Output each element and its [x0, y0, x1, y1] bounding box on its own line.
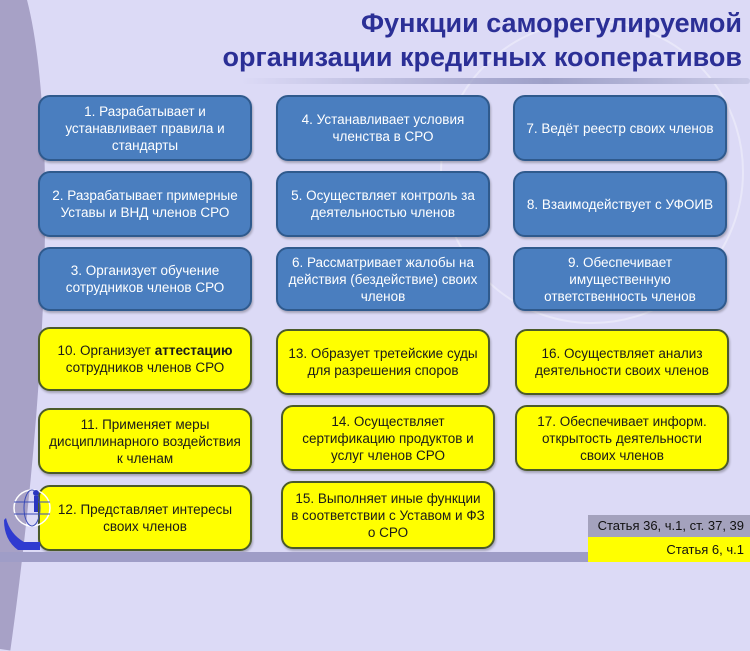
function-box-14: 14. Осуществляет сертификацию продуктов …: [281, 405, 495, 471]
function-text-bold: аттестацию: [154, 343, 233, 358]
function-box-9: 9. Обеспечивает имущественную ответствен…: [513, 247, 727, 311]
function-box-15: 15. Выполняет иные функции в соответстви…: [281, 481, 495, 549]
function-text: 15. Выполняет иные функции в соответстви…: [291, 490, 485, 540]
function-box-3: 3. Организует обучение сотрудников члено…: [38, 247, 252, 311]
function-box-12: 12. Представляет интересы своих членов: [38, 485, 252, 551]
function-text: 9. Обеспечивает имущественную ответствен…: [544, 254, 696, 304]
title-underline: [240, 78, 750, 84]
function-text: 12. Представляет интересы своих членов: [57, 502, 233, 534]
function-box-5: 5. Осуществляет контроль за деятельность…: [276, 171, 490, 237]
function-text: 3. Организует обучение сотрудников члено…: [65, 263, 225, 295]
function-box-11: 11. Применяет меры дисциплинарного возде…: [38, 408, 252, 474]
function-box-8: 8. Взаимодействует с УФОИВ: [513, 171, 727, 237]
function-text: 2. Разрабатывает примерные Уставы и ВНД …: [52, 188, 238, 220]
function-text: 1. Разрабатывает и устанавливает правила…: [65, 103, 225, 153]
title-line-2: организации кредитных кооперативов: [222, 42, 742, 72]
function-box-17: 17. Обеспечивает информ. открытость деят…: [515, 405, 729, 471]
function-text: 16. Осуществляет анализ деятельности сво…: [535, 346, 709, 378]
page-title: Функции саморегулируемой организации кре…: [222, 6, 742, 74]
function-box-7: 7. Ведёт реестр своих членов: [513, 95, 727, 161]
function-text: 8. Взаимодействует с УФОИВ: [526, 196, 714, 212]
function-box-6: 6. Рассматривает жалобы на действия (без…: [276, 247, 490, 311]
function-text: 13. Образует третейские суды для разреше…: [288, 346, 478, 378]
reference-blue-functions: Статья 36, ч.1, ст. 37, 39: [588, 515, 750, 537]
function-text: 7. Ведёт реестр своих членов: [526, 120, 714, 136]
function-text: 5. Осуществляет контроль за деятельность…: [291, 188, 475, 220]
function-box-10: 10. Организует аттестацию сотрудников чл…: [38, 327, 252, 391]
function-text: 10. Организует аттестацию сотрудников чл…: [48, 342, 242, 376]
globe-hands-logo-icon: [4, 489, 51, 550]
function-box-2: 2. Разрабатывает примерные Уставы и ВНД …: [38, 171, 252, 237]
function-text-prefix: 10. Организует: [57, 343, 155, 358]
function-box-4: 4. Устанавливает условия членства в СРО: [276, 95, 490, 161]
function-text: 4. Устанавливает условия членства в СРО: [301, 112, 465, 144]
function-text: 11. Применяет меры дисциплинарного возде…: [49, 416, 241, 466]
function-text: 6. Рассматривает жалобы на действия (без…: [288, 254, 478, 304]
function-box-1: 1. Разрабатывает и устанавливает правила…: [38, 95, 252, 161]
function-box-16: 16. Осуществляет анализ деятельности сво…: [515, 329, 729, 395]
function-box-13: 13. Образует третейские суды для разреше…: [276, 329, 490, 395]
title-line-1: Функции саморегулируемой: [361, 8, 742, 38]
function-text: 14. Осуществляет сертификацию продуктов …: [302, 413, 474, 463]
function-text-suffix: сотрудников членов СРО: [65, 360, 225, 375]
function-text: 17. Обеспечивает информ. открытость деят…: [537, 413, 707, 463]
reference-yellow-functions: Статья 6, ч.1: [588, 537, 750, 562]
bottom-bar: [0, 552, 750, 562]
